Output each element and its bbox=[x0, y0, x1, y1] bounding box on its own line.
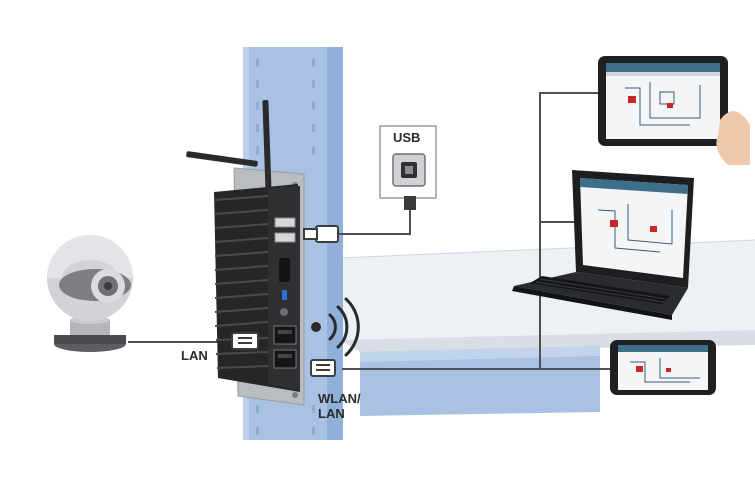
wifi-signal-icon bbox=[311, 297, 360, 357]
wlan-label-line1: WLAN/ bbox=[318, 391, 361, 406]
wlan-lan-label: WLAN/ LAN bbox=[318, 391, 361, 422]
webcam-icon bbox=[47, 235, 133, 352]
usb-cable bbox=[336, 210, 411, 235]
smartphone-icon bbox=[610, 340, 716, 395]
usb-plug-icon bbox=[303, 196, 416, 243]
usb-label: USB bbox=[393, 130, 421, 145]
wlan-lan-plug-icon bbox=[310, 359, 336, 377]
wlan-label-line2: LAN bbox=[318, 405, 345, 421]
laptop-icon bbox=[512, 170, 694, 320]
hub-line bbox=[539, 92, 600, 369]
lan-label: LAN bbox=[181, 348, 208, 363]
lan-plug-icon bbox=[231, 332, 259, 350]
tablet-icon bbox=[598, 56, 750, 165]
cables bbox=[128, 92, 612, 370]
